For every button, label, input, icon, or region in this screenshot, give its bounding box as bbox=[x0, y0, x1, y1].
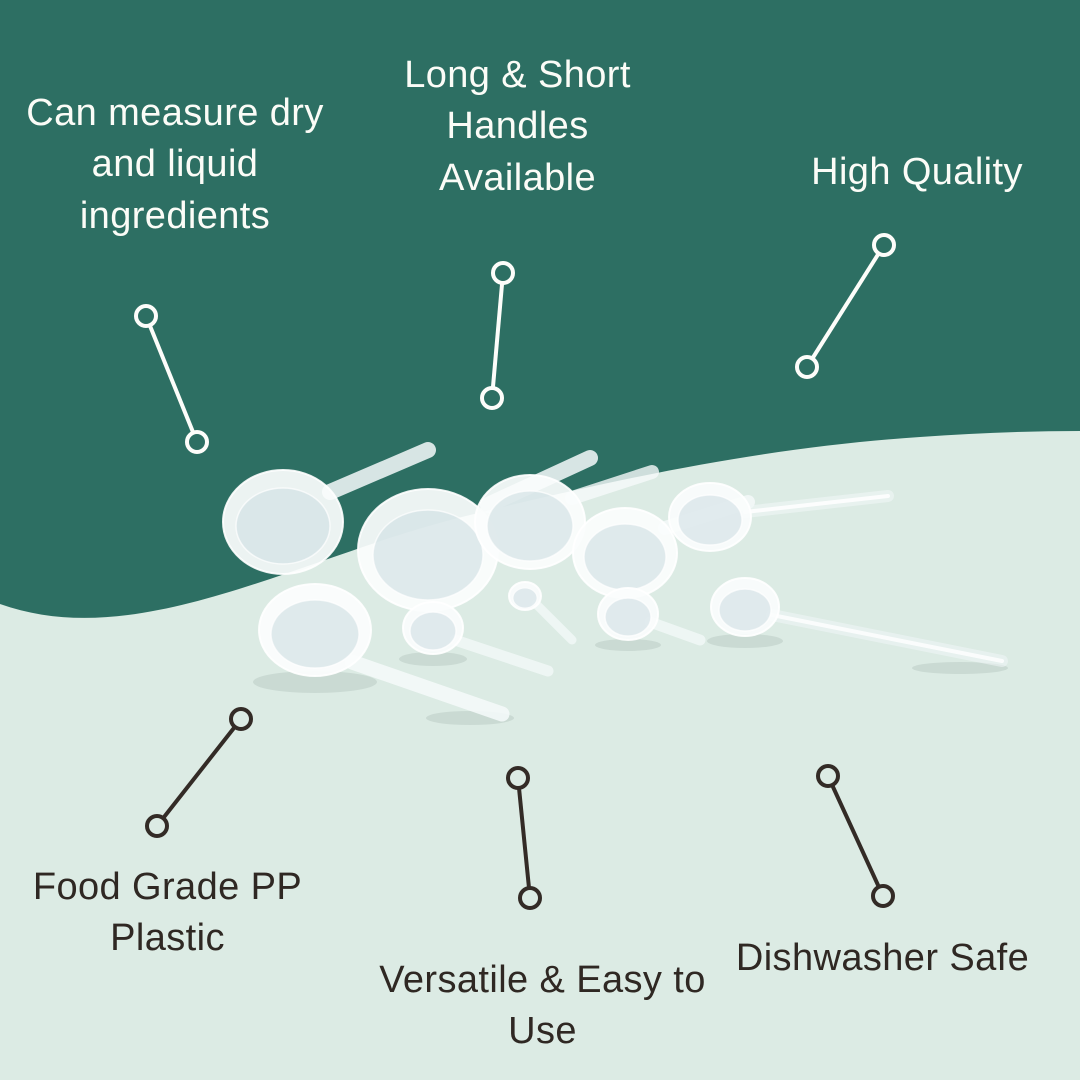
connector-measure bbox=[134, 304, 209, 454]
callout-high-quality: High Quality bbox=[811, 151, 1023, 193]
connector-dishwasher bbox=[816, 764, 895, 908]
connector-plastic bbox=[145, 707, 253, 838]
measuring-spoon-small bbox=[508, 581, 542, 611]
connector-quality bbox=[795, 233, 896, 379]
callout-long-short-handles: Long & Short Handles Available bbox=[404, 54, 631, 199]
callout-dishwasher-safe: Dishwasher Safe bbox=[735, 937, 1030, 979]
measuring-cup-3 bbox=[474, 474, 586, 570]
callout-measure-ingredients: Can measure dry and liquid ingredients bbox=[26, 92, 324, 237]
scoop-shadows bbox=[253, 634, 1008, 725]
measuring-spoon-long-handle bbox=[710, 577, 780, 637]
measuring-spoon-1 bbox=[402, 601, 464, 655]
callout-food-grade-plastic: Food Grade PP Plastic bbox=[32, 866, 303, 960]
connector-handles bbox=[480, 261, 515, 410]
measuring-scoop-large bbox=[258, 583, 372, 677]
connector-versatile bbox=[506, 766, 542, 910]
measuring-cup-1 bbox=[222, 469, 344, 575]
scoop-handles bbox=[322, 442, 1008, 722]
measuring-cup-2 bbox=[357, 488, 499, 612]
callout-versatile-easy: Versatile & Easy to Use bbox=[379, 959, 706, 1053]
measuring-cup-5 bbox=[668, 482, 752, 552]
measuring-cup-4 bbox=[572, 507, 678, 599]
measuring-spoon-2 bbox=[597, 587, 659, 641]
scoop-cups bbox=[222, 469, 780, 677]
